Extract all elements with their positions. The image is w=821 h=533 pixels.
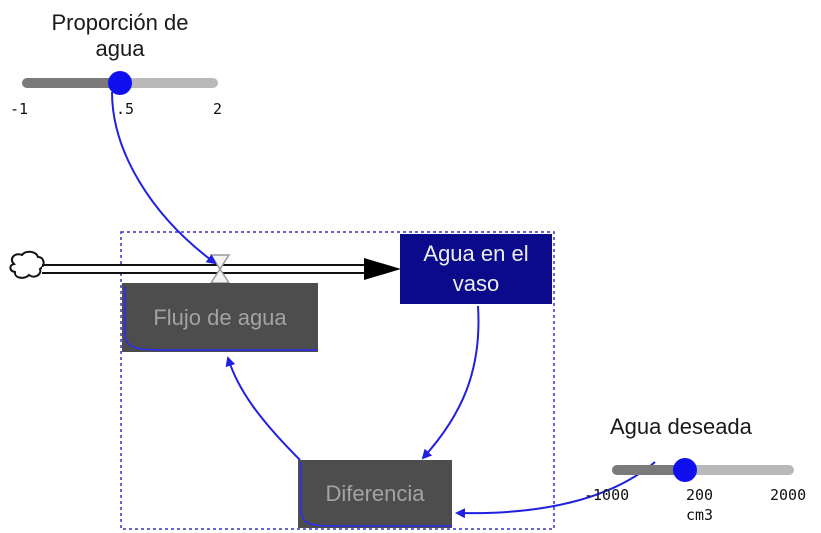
ratio-slider-fill — [22, 78, 120, 88]
desired-min-label: -1000 — [584, 486, 630, 504]
difference-node[interactable]: Diferencia — [298, 460, 452, 528]
desired-slider-title: Agua deseada — [610, 414, 752, 439]
stock-node[interactable]: Agua en el vaso — [400, 234, 552, 304]
difference-label: Diferencia — [325, 481, 425, 506]
ratio-value-label: .5 — [116, 100, 135, 118]
link-stock-to-difference — [421, 305, 480, 460]
ratio-slider[interactable] — [22, 71, 218, 95]
ratio-max-label: 2 — [213, 100, 223, 118]
arrowhead-icon — [364, 258, 401, 280]
selection-box — [120, 231, 555, 530]
stock-label-line2: vaso — [452, 271, 500, 296]
flow-sparkline — [124, 287, 318, 351]
desired-slider[interactable] — [612, 458, 794, 482]
desired-max-label: 2000 — [770, 486, 807, 504]
ratio-title-line2: agua — [95, 36, 145, 61]
difference-sparkline — [300, 462, 452, 527]
desired-value-label: 200 — [686, 486, 714, 504]
flow-label: Flujo de agua — [153, 304, 287, 330]
link-ratio-to-flow — [111, 91, 217, 265]
ratio-min-label: -1 — [10, 100, 29, 118]
desired-unit-label: cm3 — [686, 506, 714, 524]
desired-slider-thumb[interactable] — [672, 458, 697, 482]
flow-pipe — [42, 264, 368, 274]
ratio-slider-title: Proporción de agua — [20, 10, 220, 62]
ratio-slider-thumb[interactable] — [108, 71, 132, 95]
stock-label-line1: Agua en el — [423, 241, 529, 266]
ratio-title-line1: Proporción de — [51, 10, 189, 35]
flow-node[interactable]: Flujo de agua — [122, 283, 318, 352]
cloud-icon — [9, 250, 45, 279]
link-difference-to-flow — [225, 356, 301, 461]
desired-slider-fill — [612, 465, 685, 475]
